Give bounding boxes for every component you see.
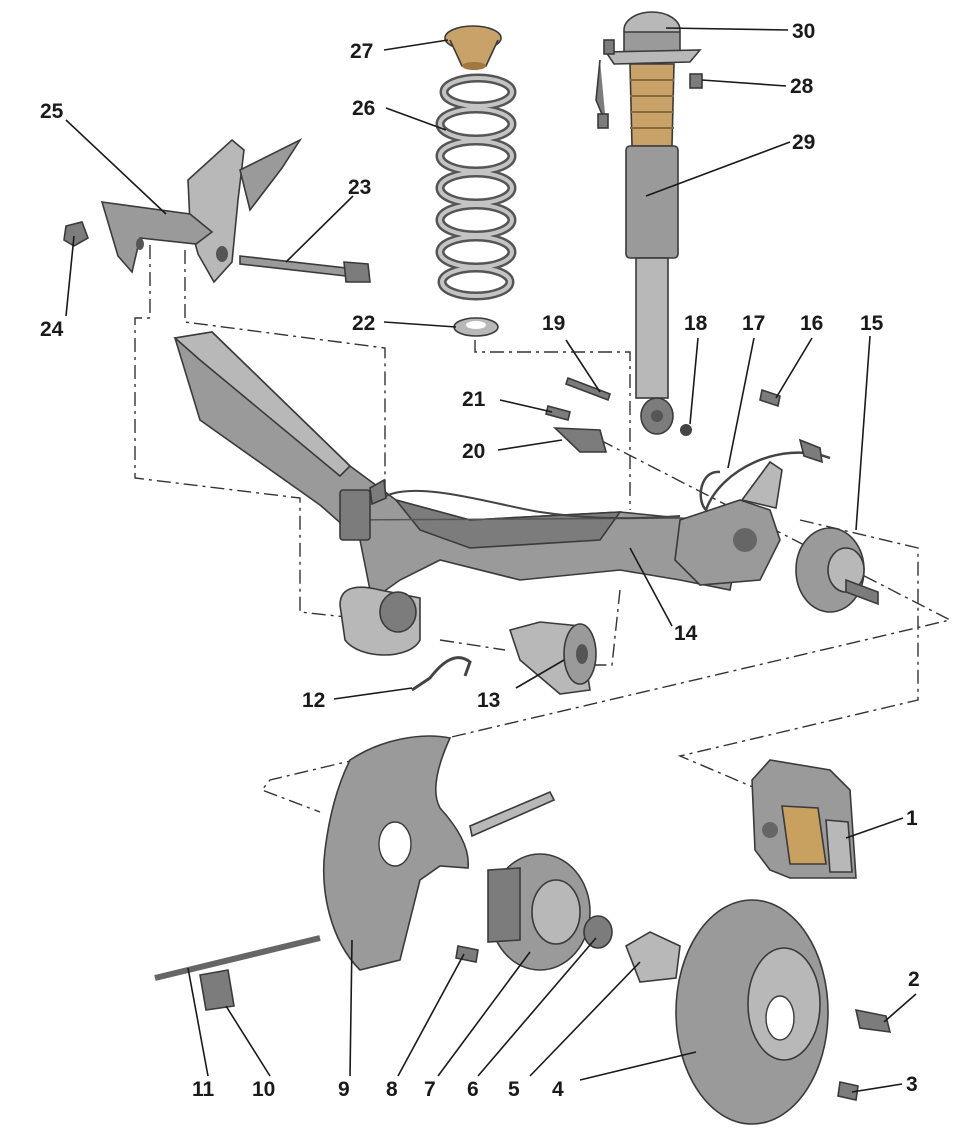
- callout-15: 15: [860, 312, 884, 335]
- callout-29: 29: [792, 131, 815, 154]
- callout-8: 8: [386, 1078, 398, 1101]
- callout-4: 4: [552, 1078, 564, 1101]
- callout-10: 10: [252, 1078, 275, 1101]
- callout-6: 6: [467, 1078, 479, 1101]
- hub-nut: [583, 915, 613, 949]
- callout-27: 27: [350, 40, 373, 63]
- pivot-bush: [508, 621, 597, 695]
- callout-23: 23: [348, 176, 371, 199]
- callout-13: 13: [477, 689, 500, 712]
- stub-axle-flange: [795, 527, 879, 613]
- callout-17: 17: [742, 312, 765, 335]
- hub-dust-cap: [625, 931, 681, 983]
- callout-14: 14: [674, 622, 698, 645]
- abs-sensor-cable: [699, 388, 831, 513]
- callout-30: 30: [792, 20, 815, 43]
- spring-seat-lower: [453, 317, 499, 337]
- brake-line-clip: [411, 656, 472, 692]
- assembly-lines: [134, 245, 953, 813]
- callout-18: 18: [684, 312, 708, 335]
- callout-5: 5: [508, 1078, 520, 1101]
- callout-19: 19: [542, 312, 565, 335]
- brake-disc: [675, 899, 829, 1125]
- brake-caliper: [751, 759, 857, 879]
- callout-20: 20: [462, 440, 485, 463]
- callout-21: 21: [462, 388, 486, 411]
- callout-12: 12: [302, 689, 325, 712]
- callout-26: 26: [352, 97, 375, 120]
- callout-16: 16: [800, 312, 823, 335]
- spring-seat-upper: [444, 25, 502, 70]
- callout-22: 22: [352, 312, 375, 335]
- callout-25: 25: [40, 100, 64, 123]
- callout-2: 2: [908, 968, 920, 991]
- shock-absorber: [595, 11, 703, 435]
- callout-3: 3: [906, 1073, 918, 1096]
- callout-28: 28: [790, 75, 814, 98]
- disc-bolts: [837, 1008, 892, 1101]
- bracket-bolt: [239, 255, 371, 283]
- callout-11: 11: [192, 1078, 215, 1101]
- brake-backing-plate: [322, 735, 470, 971]
- bracket-nut: [63, 221, 89, 247]
- brake-pipe: [154, 935, 321, 1011]
- callout-9: 9: [338, 1078, 350, 1101]
- callout-24: 24: [40, 318, 64, 341]
- wheel-hub: [469, 790, 591, 971]
- mounting-bracket: [100, 137, 303, 284]
- rear-axle-beam: [173, 331, 783, 656]
- callout-labels: 1 2 3 4 5 6 7 8 9 10 11 12 13 14 15 16 1…: [40, 20, 920, 1101]
- shield-bolt: [455, 945, 479, 963]
- callout-7: 7: [424, 1078, 436, 1101]
- callout-1: 1: [906, 807, 918, 830]
- leader-lines: [65, 27, 917, 1093]
